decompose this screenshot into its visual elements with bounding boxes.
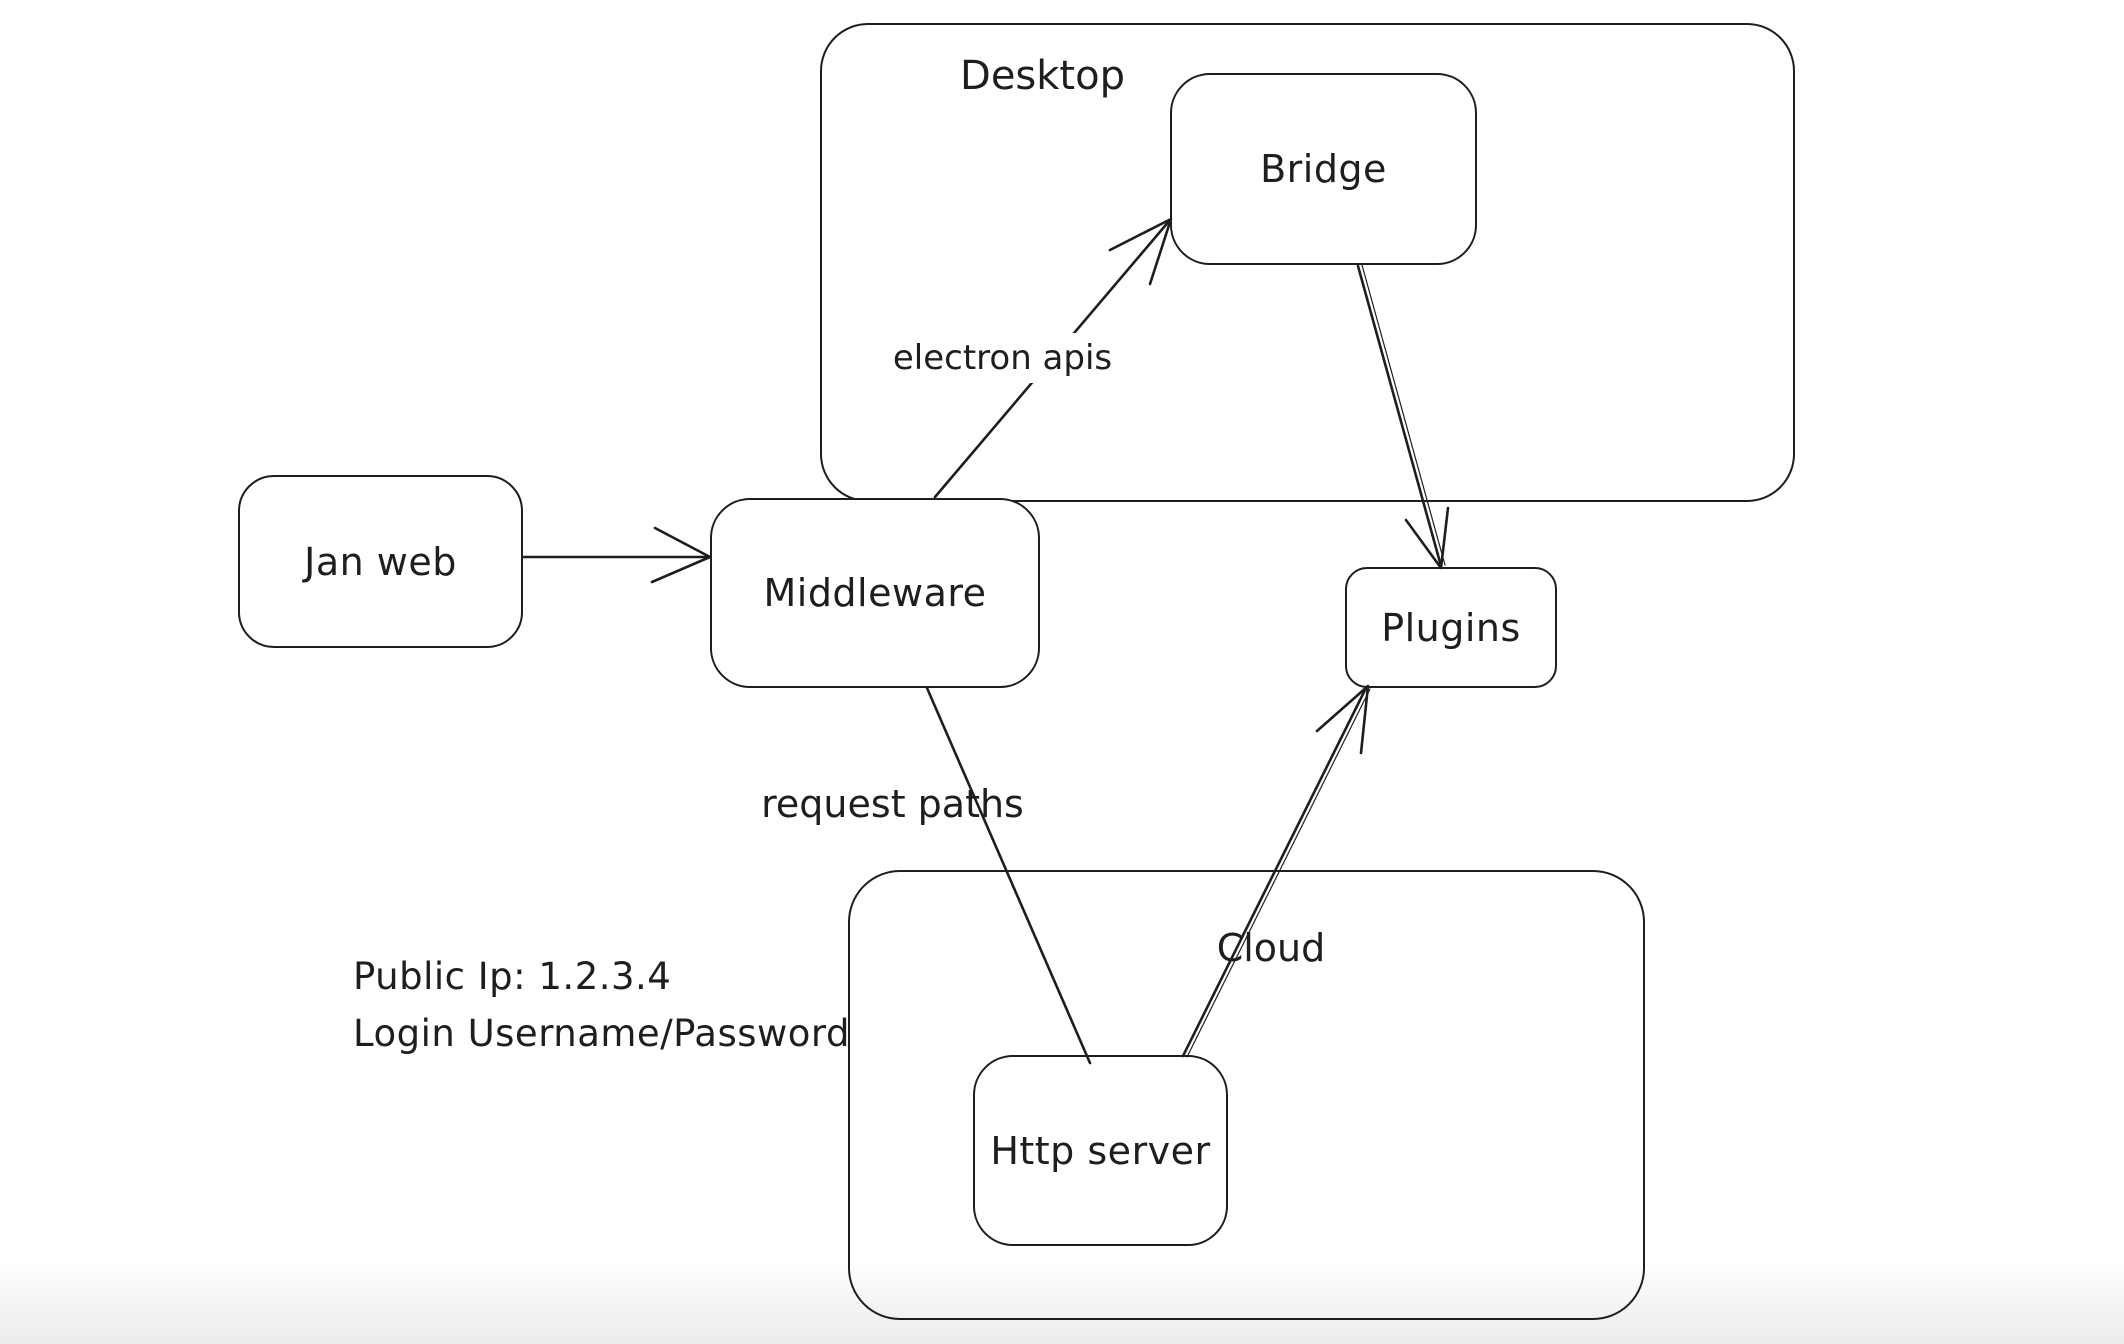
arrowhead-up-right-icon <box>1315 684 1370 755</box>
http-server-label: Http server <box>990 1128 1211 1173</box>
desktop-container-label: Desktop <box>960 53 1125 99</box>
cloud-container-label: Cloud <box>1216 926 1326 970</box>
public-ip-annotation: Public Ip: 1.2.3.4 Login Username/Passwo… <box>353 948 850 1062</box>
page-bottom-fade <box>0 1260 2124 1344</box>
edge-label-electron-apis: electron apis <box>880 333 1125 383</box>
jan-web-node: Jan web <box>238 475 523 648</box>
arrowhead-up-right-icon <box>1108 217 1173 286</box>
edge-httpserver-plugins <box>1181 684 1371 1058</box>
bridge-label: Bridge <box>1260 147 1387 191</box>
login-line: Login Username/Password <box>353 1012 850 1055</box>
http-server-node: Http server <box>973 1055 1228 1246</box>
arrowhead-right-icon <box>650 526 712 584</box>
desktop-container <box>820 23 1795 502</box>
plugins-node: Plugins <box>1345 567 1557 688</box>
jan-web-label: Jan web <box>304 539 457 584</box>
cloud-container <box>848 870 1645 1320</box>
edge-middleware-httpserver <box>925 686 1092 1065</box>
middleware-label: Middleware <box>763 571 987 615</box>
edge-janweb-middleware <box>521 526 712 584</box>
bridge-node: Bridge <box>1170 73 1477 265</box>
public-ip-line: Public Ip: 1.2.3.4 <box>353 955 672 998</box>
middleware-node: Middleware <box>710 498 1040 688</box>
plugins-label: Plugins <box>1381 605 1521 650</box>
edge-label-request-paths: request paths <box>761 782 1024 826</box>
arrowhead-down-icon <box>1404 506 1450 570</box>
edge-bridge-plugins <box>1356 264 1450 570</box>
